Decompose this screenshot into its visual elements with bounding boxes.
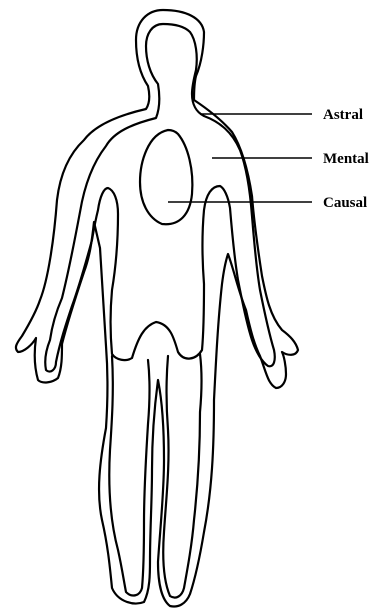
causal-body-oval (140, 130, 192, 224)
mental-body-right-leg (163, 354, 201, 598)
mental-body-left-leg (109, 356, 149, 595)
astral-label: Astral (323, 107, 363, 123)
mental-body-outline (45, 24, 275, 372)
mental-label: Mental (323, 151, 369, 167)
causal-label: Causal (323, 195, 367, 211)
